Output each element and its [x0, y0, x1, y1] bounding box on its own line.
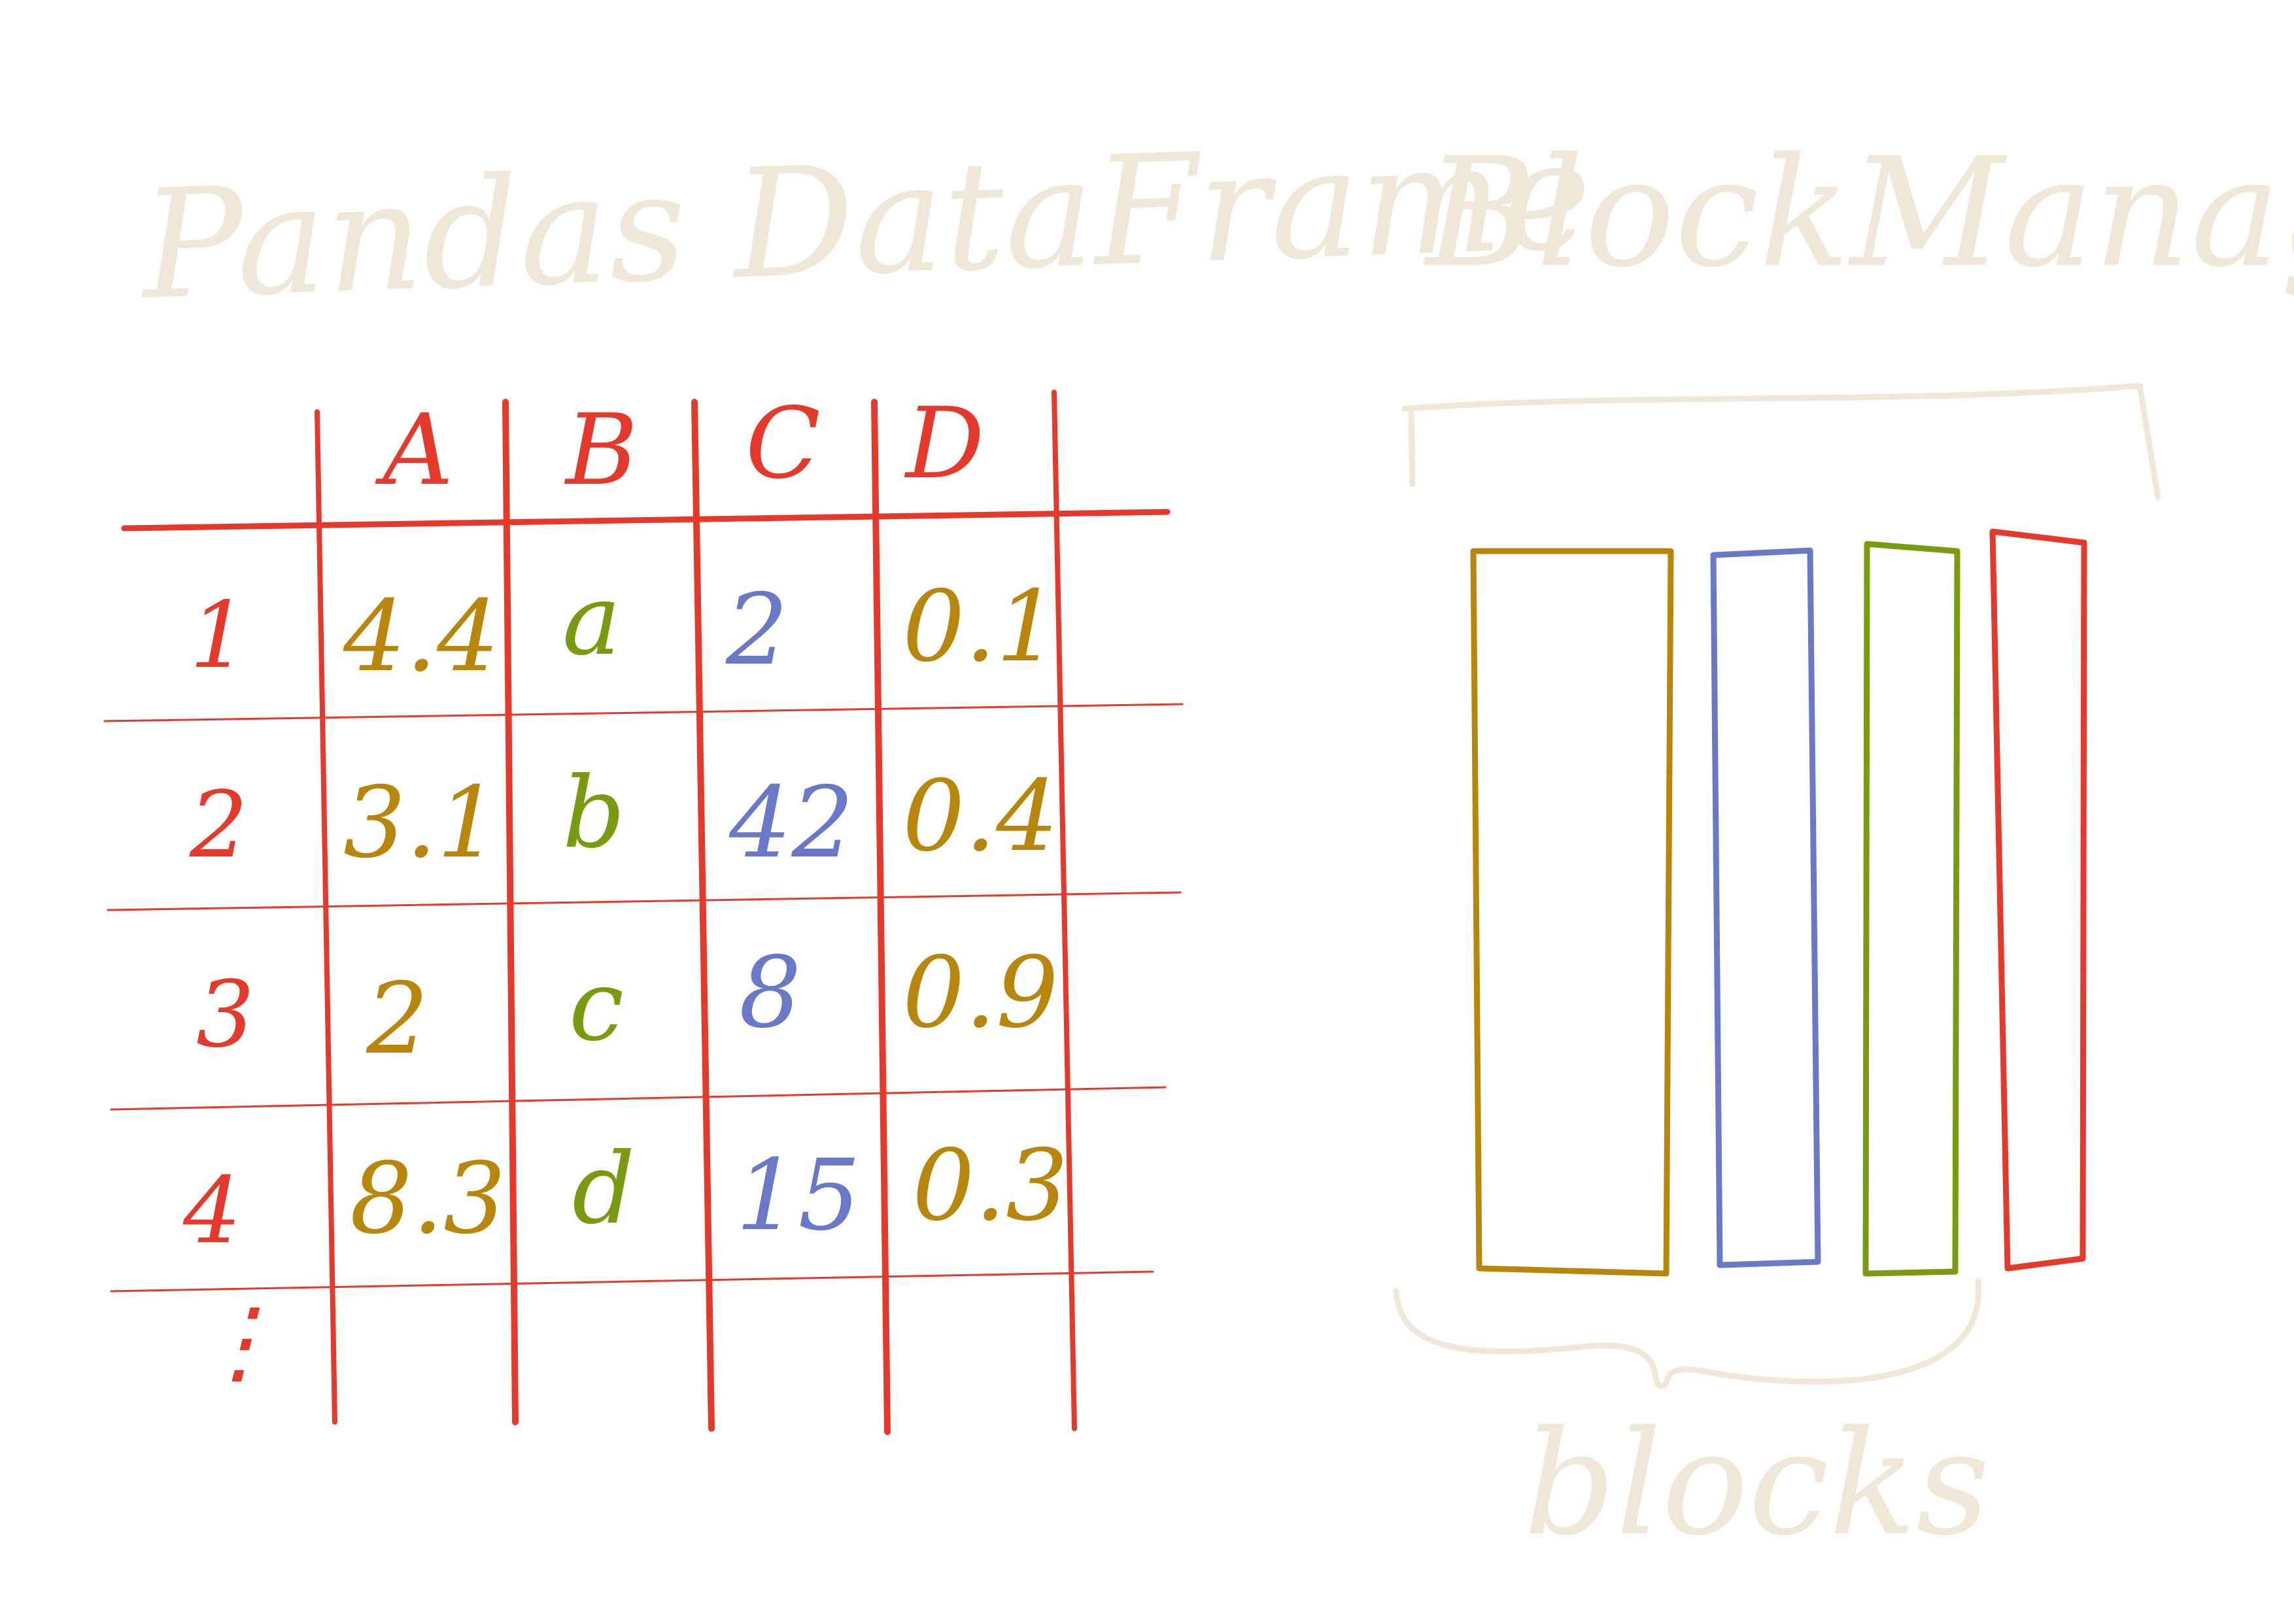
blocks-group	[1470, 528, 2087, 1277]
blocks-label: blocks	[1524, 1400, 1990, 1567]
block-1	[1470, 548, 1674, 1277]
row-label-3: 3	[196, 962, 254, 1068]
cell-r3-b: c	[569, 949, 624, 1063]
column-headers: A B C D	[375, 387, 984, 507]
dataframe-cells: 4.4 a 2 0.1 3.1 b 42 0.4 2 c 8 0.9 8.3 d…	[343, 564, 1069, 1256]
grid-hline-3	[110, 1086, 1167, 1111]
block-3	[1862, 541, 1960, 1277]
blocks-bottom-brace	[1393, 1278, 1982, 1389]
grid-vline-1	[315, 409, 337, 1425]
grid-hline-1	[103, 703, 1184, 722]
cell-r4-d: 0.3	[912, 1129, 1069, 1243]
grid-vline-3	[691, 399, 715, 1432]
column-header-a: A	[375, 394, 453, 507]
column-header-d: D	[904, 387, 984, 501]
block-4	[1989, 528, 2087, 1272]
cell-r3-d: 0.9	[902, 936, 1059, 1050]
cell-r3-a: 2	[366, 962, 428, 1076]
cell-r2-d: 0.4	[902, 760, 1059, 873]
cell-r4-b: d	[572, 1132, 635, 1246]
blockmanager-top-bracket	[1401, 382, 2161, 500]
cell-r1-b: a	[562, 564, 621, 677]
cell-r1-c: 2	[725, 573, 788, 687]
dataframe-title: Pandas DataFrame	[137, 109, 1594, 333]
grid-hline-4	[110, 1270, 1154, 1293]
cell-r1-d: 0.1	[902, 570, 1059, 684]
cell-r4-c: 15	[736, 1139, 861, 1253]
grid-hline-header	[121, 509, 1171, 532]
blockmanager-title: BlockManager	[1423, 126, 2294, 301]
grid-vline-4	[871, 399, 891, 1435]
cell-r2-b: b	[562, 756, 625, 870]
dataframe-grid	[103, 390, 1184, 1435]
grid-hline-2	[107, 891, 1182, 911]
cell-r2-c: 42	[728, 766, 854, 880]
cell-r3-c: 8	[739, 936, 801, 1050]
cell-r2-a: 3.1	[343, 766, 500, 880]
grid-vline-2	[502, 399, 519, 1425]
cell-r1-a: 4.4	[343, 580, 500, 694]
row-labels: 1 2 3 4 ⋮	[182, 583, 284, 1395]
cell-r4-a: 8.3	[350, 1142, 506, 1256]
row-label-2: 2	[189, 772, 248, 879]
grid-vline-5	[1052, 390, 1077, 1431]
row-ellipsis: ⋮	[193, 1289, 284, 1395]
column-header-c: C	[745, 387, 821, 501]
column-header-b: B	[564, 394, 638, 507]
block-2	[1710, 547, 1821, 1268]
row-label-4: 4	[182, 1158, 241, 1264]
row-label-1: 1	[190, 583, 248, 689]
